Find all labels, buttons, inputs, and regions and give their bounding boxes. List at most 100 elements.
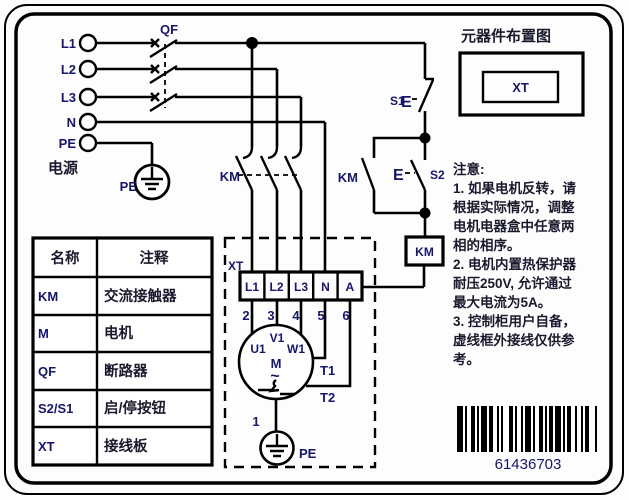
table-row: XT 接线板 [38,437,148,455]
s1-actuator-icon: E [401,94,412,111]
power-wires [96,37,425,272]
row-name-s2s1: S2/S1 [38,401,73,416]
row-name-qf: QF [38,364,56,379]
terminal-number-2: 2 [242,308,249,323]
table-header-note: 注释 [140,249,169,267]
layout-diagram-title: 元器件布置图 [461,27,551,45]
motor-wave-icon: ~ [270,368,279,385]
qf-label: QF [160,22,178,37]
row-name-m: M [38,326,49,341]
layout-diagram: 元器件布置图 XT [458,27,585,117]
junction-dot-l1 [246,37,258,49]
outer-border [4,4,624,495]
control-circuit: S1 E KM E S2 KM [338,43,445,289]
motor-circle [237,323,315,401]
note-line: 虚线框外接线仅供参 [453,333,575,348]
s2-blade [409,159,427,191]
terminal-label-l3: L3 [61,90,76,105]
table-row: S2/S1 启/停按钮 [38,399,167,417]
block-terminal-n: N [321,280,330,294]
note-line: 最大电流为5A。 [453,295,552,310]
barcode: 61436703 [457,406,597,473]
km-hook-2 [267,146,279,160]
wire-pe [96,141,154,166]
note-line: 根据实际情况，调整 [453,200,575,215]
motor-ground-bars-icon [266,434,288,458]
barcode-number: 61436703 [495,456,562,473]
qf-breaker: QF [149,22,178,113]
block-terminal-l2: L2 [269,280,283,294]
km-output-wires [250,190,303,272]
km-aux-blade [360,157,376,191]
km-main-contacts: KM [220,146,303,272]
layout-xt-box [481,70,560,104]
terminal-number-3: 3 [267,308,274,323]
km-blade-3 [283,155,303,191]
motor-t2-wire [306,300,352,388]
terminal-number-4: 4 [292,308,300,323]
motor-pe-label: PE [299,446,317,461]
row-note-xt: 接线板 [104,437,148,455]
motor-w1: W1 [287,342,305,356]
qf-blade-2 [149,64,178,85]
wire-n [96,120,327,272]
row-note-s2s1: 启/停按钮 [104,399,167,417]
block-terminal-l1: L1 [245,280,259,294]
layout-xt-label: XT [512,80,529,95]
terminal-circle-l3 [78,87,98,107]
km-aux-label: KM [338,170,358,185]
note-line: 耐压250V, 允许通过 [453,276,572,291]
power-ground-bars-icon [141,167,163,191]
table-row: QF 断路器 [38,362,148,380]
km-blade-2 [259,155,279,191]
block-terminal-a: A [345,280,354,294]
table-row-dividers [33,275,212,429]
power-ground-symbol [133,163,171,201]
km-coil-label: KM [415,245,434,259]
power-input: L1 L2 L3 N PE 电源 [48,33,98,177]
terminal-label-pe: PE [59,136,77,151]
wire-l2 [96,67,279,147]
km-aux-branch-wire [372,136,425,215]
motor-ground-wire-number: 1 [252,414,259,429]
block-terminal-l3: L3 [294,280,308,294]
terminal-circle-pe [78,133,98,153]
power-ground: PE [120,163,171,201]
terminal-label-l2: L2 [61,62,76,77]
dashed-frame [223,236,377,469]
note-line: 相的相序。 [453,238,521,253]
row-note-m: 电机 [104,324,133,342]
xt-block-label: XT [228,259,244,273]
table-header-name: 名称 [51,249,80,267]
layout-outer-box [458,51,585,117]
km-hook-1 [242,146,254,160]
legend-table: 名称 注释 KM 交流接触器 M 电机 QF 断路器 S2/S1 启/停按钮 X… [31,236,214,467]
terminal-circle-l1 [78,33,98,53]
power-source-label: 电源 [48,159,78,177]
terminal-number-5: 5 [317,308,324,323]
qf-contact-x-1 [150,38,160,48]
terminal-circle-l2 [78,59,98,79]
terminal-label-l1: L1 [61,36,76,51]
note-line: 1. 如果电机反转，请 [453,181,577,196]
row-name-km: KM [38,289,58,304]
terminal-number-6: 6 [342,308,349,323]
qf-contact-x-3 [150,92,160,102]
motor-m: M [271,356,282,371]
power-pe-label: PE [120,179,138,194]
s2-label: S2 [430,168,445,182]
row-note-qf: 断路器 [104,362,148,380]
terminal-block [238,270,364,302]
note-line: 2. 电机内置热保护器 [453,257,577,272]
row-name-xt: XT [38,439,55,454]
barcode-bars [457,406,597,452]
motor-phase-wires [250,300,303,336]
motor-ground-symbol [259,430,295,466]
s2-actuator-icon: E [393,167,404,184]
motor-t2-label: T2 [320,390,335,405]
motor-t1-label: T1 [320,363,335,378]
km-hook-3 [291,146,303,160]
km-main-label: KM [220,169,240,184]
